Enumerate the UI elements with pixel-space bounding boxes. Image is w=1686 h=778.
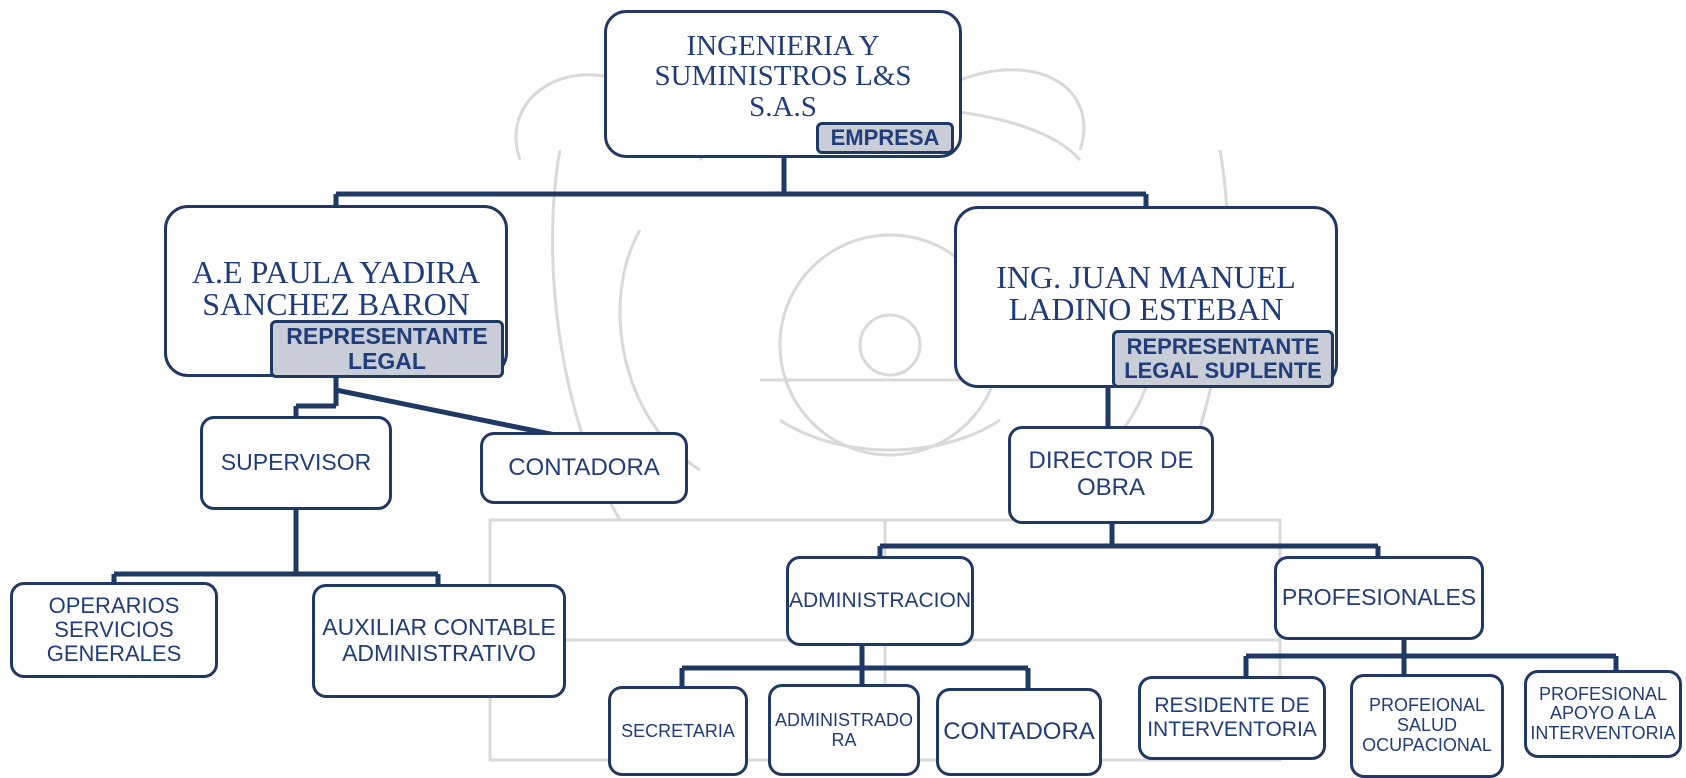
node-apoyo-interventoria: PROFESIONAL APOYO A LA INTERVENTORIA — [1524, 670, 1682, 758]
tag-representante-legal-suplente: REPRESENTANTE LEGAL SUPLENTE — [1112, 330, 1334, 388]
node-administracion: ADMINISTRACION — [786, 556, 974, 646]
node-administradora: ADMINISTRADO RA — [768, 684, 920, 776]
rep-legal-name: A.E PAULA YADIRA SANCHEZ BARON — [191, 254, 481, 322]
node-operarios: OPERARIOS SERVICIOS GENERALES — [10, 582, 218, 678]
tag-empresa: EMPRESA — [816, 122, 954, 154]
node-contadora-right: CONTADORA — [936, 688, 1102, 776]
connector-to-contadora — [335, 387, 561, 439]
node-salud-ocupacional: PROFEIONAL SALUD OCUPACIONAL — [1350, 674, 1504, 778]
node-rep-legal: A.E PAULA YADIRA SANCHEZ BARON — [164, 205, 508, 377]
node-auxiliar: AUXILIAR CONTABLE ADMINISTRATIVO — [312, 584, 566, 698]
node-supervisor: SUPERVISOR — [200, 416, 392, 510]
node-director: DIRECTOR DE OBRA — [1008, 426, 1214, 524]
tag-representante-legal: REPRESENTANTE LEGAL — [270, 320, 504, 378]
node-residente: RESIDENTE DE INTERVENTORIA — [1138, 676, 1326, 760]
node-secretaria: SECRETARIA — [608, 686, 748, 776]
rep-suplente-name: ING. JUAN MANUEL LADINO ESTEBAN — [996, 259, 1296, 327]
node-contadora-left: CONTADORA — [480, 432, 688, 504]
node-profesionales: PROFESIONALES — [1274, 556, 1484, 640]
company-name: INGENIERIA Y SUMINISTROS L&S S.A.S — [654, 30, 912, 123]
